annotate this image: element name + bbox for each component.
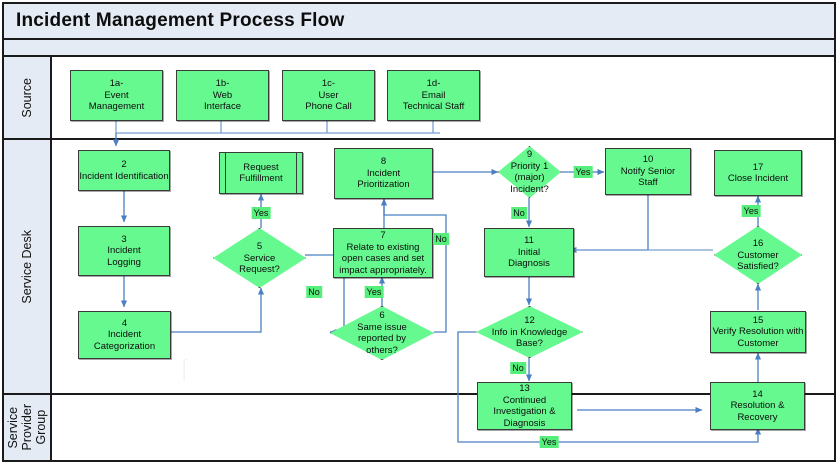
node-16-label: 16 Customer Satisfied? [737,237,779,272]
edge-4-to-5 [171,287,265,333]
edge-label-9-no: No [511,207,527,219]
node-1a-event-management[interactable]: 1a- Event Management [70,70,163,121]
node-16-customer-satisfied-decision[interactable]: 16 Customer Satisfied? [714,226,802,284]
node-10-notify-senior-staff[interactable]: 10 Notify Senior Staff [605,148,691,195]
edge-label-12-yes: Yes [539,436,559,448]
node-1b-web-interface[interactable]: 1b- Web Interface [176,70,269,121]
edge-1a-to-bus [115,121,440,134]
node-2-incident-identification[interactable]: 2 Incident Identification [78,150,170,191]
node-9-priority-1-decision[interactable]: 9 Priority 1 (major) Incident? [498,146,561,198]
swimlane-service-desk-body [52,140,834,393]
node-15-verify-resolution-with-customer[interactable]: 15 Verify Resolution with Customer [710,311,806,353]
node-6-same-issue-decision[interactable]: 6 Same issue reported by others? [330,306,434,360]
edge-label-6-no: No [433,233,449,245]
node-8-incident-prioritization[interactable]: 8 Incident Prioritization [334,148,433,199]
node-13-continued-investigation[interactable]: 13 Continued Investigation & Diagnosis [477,382,572,430]
node-7-relate-to-existing-cases[interactable]: 7 Relate to existing open cases and set … [333,228,433,278]
text-cursor-artifact: ⌠ [178,358,191,380]
node-5-service-request-decision[interactable]: 5 Service Request? [213,228,306,288]
edge-12-to-14 [457,331,762,443]
edge-label-9-yes: Yes [573,166,593,178]
edge-label-16-yes: Yes [741,205,761,217]
node-17-close-incident[interactable]: 17 Close Incident [714,150,802,196]
swimlane-service-desk-header: Service Desk [4,140,52,393]
edge-label-12-no: No [510,362,526,374]
node-4-incident-categorization[interactable]: 4 Incident Categorization [78,311,171,359]
diagram-title-bar: Incident Management Process Flow [4,4,834,40]
swimlane-source-header: Source [4,57,52,138]
edge-10-to-11 [569,195,649,254]
node-1d-email-technical-staff[interactable]: 1d- Email Technical Staff [387,70,480,121]
node-6-label: 6 Same issue reported by others? [357,310,407,356]
swimlane-service-provider-group-body [52,395,834,460]
node-12-label: 12 Info in Knowledge Base? [491,314,568,349]
node-5-label: 5 Service Request? [239,240,280,275]
node-14-resolution-and-recovery[interactable]: 14 Resolution & Recovery [710,382,805,430]
node-request-fulfillment[interactable]: Request Fulfillment [219,152,303,194]
node-3-incident-logging[interactable]: 3 Incident Logging [78,226,170,276]
edge-label-6-yes: Yes [364,286,384,298]
swimlane-service-provider-group: Service Provider Group [4,395,834,460]
edge-label-5-no: No [306,286,322,298]
page-title: Incident Management Process Flow [16,10,345,31]
edge-label-5-yes: Yes [251,207,271,219]
node-12-info-in-knowledge-base-decision[interactable]: 12 Info in Knowledge Base? [476,306,583,358]
node-11-initial-diagnosis[interactable]: 11 Initial Diagnosis [484,228,574,277]
swimlane-service-desk: Service Desk [4,140,834,395]
node-9-label: 9 Priority 1 (major) Incident? [510,149,549,195]
diagram-subheader-row [4,40,834,57]
swimlane-service-provider-group-header: Service Provider Group [4,395,52,460]
node-1c-user-phone-call[interactable]: 1c- User Phone Call [282,70,375,121]
